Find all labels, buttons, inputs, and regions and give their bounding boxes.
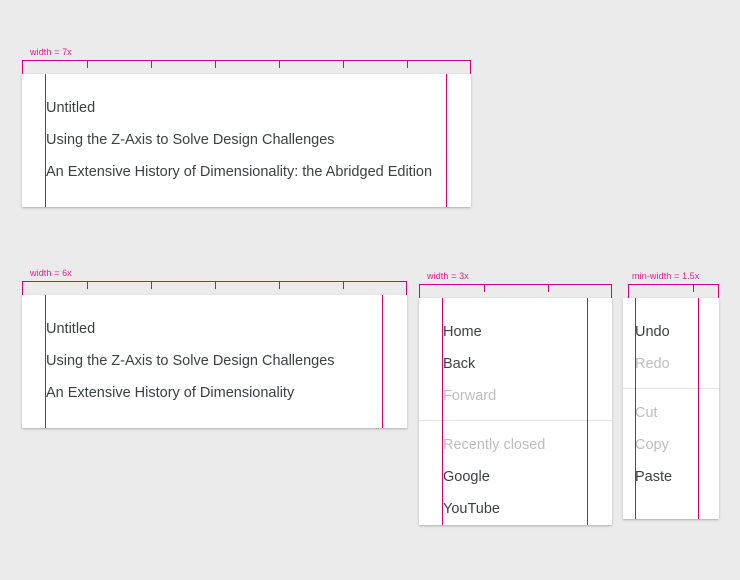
ruler-tick (215, 282, 216, 289)
menu-card-min-1-5x: Undo Redo Cut Copy Paste (623, 298, 719, 519)
ruler-label-7x: width = 7x (30, 47, 72, 57)
menu-section-header: Recently closed (443, 437, 546, 453)
menu-item[interactable]: An Extensive History of Dimensionality (46, 385, 295, 401)
ruler-tick (215, 61, 216, 68)
ruler-label-min-1-5x: min-width = 1.5x (632, 271, 700, 281)
ruler-tick (87, 61, 88, 68)
menu-card-3x: Home Back Forward Recently closed Google… (419, 298, 612, 525)
menu-card-6x: Untitled Using the Z-Axis to Solve Desig… (22, 295, 407, 428)
menu-list: Undo Redo Cut Copy Paste (623, 298, 719, 511)
ruler-tick (343, 282, 344, 289)
menu-list: Untitled Using the Z-Axis to Solve Desig… (22, 74, 471, 206)
ruler-tick (343, 61, 344, 68)
menu-item[interactable]: Home (443, 324, 482, 340)
ruler-tick (407, 61, 408, 68)
menu-divider (623, 388, 719, 389)
measurement-ruler-6x (22, 281, 407, 295)
measurement-ruler-7x (22, 60, 471, 74)
menu-item[interactable]: An Extensive History of Dimensionality: … (46, 164, 433, 180)
menu-item[interactable]: Untitled (46, 100, 96, 116)
menu-item[interactable]: Undo (635, 324, 670, 340)
menu-list: Home Back Forward Recently closed Google… (419, 298, 612, 525)
menu-item: Cut (635, 405, 658, 421)
menu-item: Forward (443, 388, 497, 404)
ruler-tick (151, 61, 152, 68)
ruler-tick (548, 285, 549, 292)
ruler-tick (279, 282, 280, 289)
measurement-ruler-3x (419, 284, 612, 298)
menu-item[interactable]: Untitled (46, 321, 96, 337)
menu-item: Redo (635, 356, 670, 372)
menu-item: Copy (635, 437, 669, 453)
menu-card-7x: Untitled Using the Z-Axis to Solve Desig… (22, 74, 471, 207)
menu-item[interactable]: Google (443, 469, 490, 485)
ruler-tick (87, 282, 88, 289)
menu-item[interactable]: YouTube (443, 501, 500, 517)
measurement-ruler-min-1-5x (628, 284, 719, 298)
ruler-tick (484, 285, 485, 292)
ruler-tick (151, 282, 152, 289)
ruler-label-6x: width = 6x (30, 268, 72, 278)
menu-item[interactable]: Using the Z-Axis to Solve Design Challen… (46, 132, 335, 148)
menu-list: Untitled Using the Z-Axis to Solve Desig… (22, 295, 407, 427)
ruler-tick (693, 285, 694, 292)
menu-item[interactable]: Paste (635, 469, 673, 485)
ruler-tick (279, 61, 280, 68)
menu-divider (419, 420, 612, 421)
ruler-label-3x: width = 3x (427, 271, 469, 281)
menu-item[interactable]: Using the Z-Axis to Solve Design Challen… (46, 353, 335, 369)
menu-item[interactable]: Back (443, 356, 476, 372)
